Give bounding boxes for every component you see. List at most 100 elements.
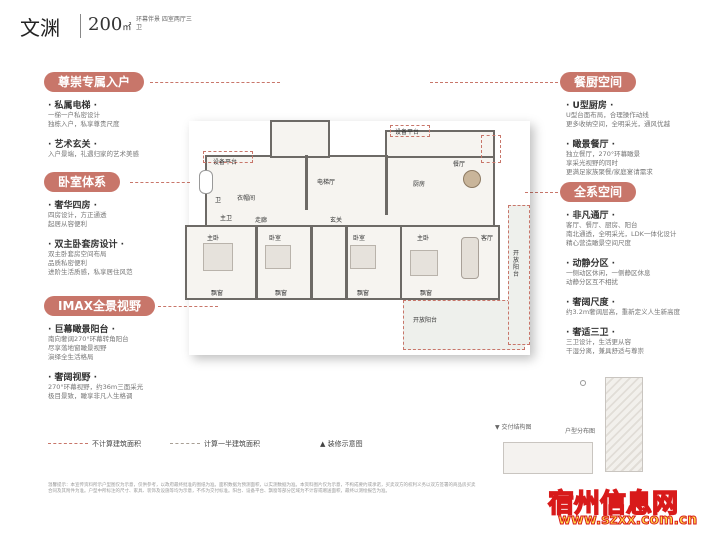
feature-desc: 演绎全生活格局: [48, 353, 94, 361]
feature-heading: · 瞰景餐厅 ·: [566, 140, 616, 150]
feature-desc: 南向奢阔270°环幕转角阳台: [48, 335, 129, 343]
legend-deco: ▲ 装修示意图: [320, 440, 363, 448]
leader-line: [525, 192, 558, 193]
leader-line: [158, 306, 218, 307]
feature-desc: 一梯一户私密设计: [48, 111, 100, 119]
keyplan-label-2: 户型分布图: [565, 428, 596, 435]
label-balcony: 开放阳台: [413, 317, 438, 324]
keyplan-label: ▼ 交付结构图: [495, 424, 532, 431]
feature-item: · 奢阔尺度 ·约3.2m奢阔层高，重新定义人生新高度: [566, 295, 716, 317]
feature-desc: 极目景致，瞰享非凡人生格调: [48, 392, 133, 400]
feature-desc: 更满足家族聚餐/家庭宴请需求: [566, 168, 653, 176]
mini-plan: [503, 442, 593, 474]
feature-desc: 精心营造瞰景空间尺度: [566, 239, 631, 247]
leader-line: [130, 182, 190, 183]
label-dining: 餐厅: [453, 161, 466, 168]
wall: [310, 225, 313, 300]
feature-desc: 起居从容便利: [48, 220, 87, 228]
watermark-url: www.szxx.com.cn: [557, 512, 698, 529]
feature-heading: · 艺术玄关 ·: [48, 140, 98, 150]
feature-heading: · 双主卧套房设计 ·: [48, 240, 125, 250]
feature-desc: U型台面布局，合理操作动线: [566, 111, 649, 119]
feature-desc: 270°环幕视野，约36m三面采光: [48, 383, 144, 391]
bathtub: [199, 170, 213, 194]
bed: [350, 245, 376, 269]
label-bedroom: 卧室: [269, 235, 282, 242]
feature-desc: 双主卧套房空间布局: [48, 250, 107, 258]
service-band: [205, 155, 495, 227]
equipment-platform-left: [203, 151, 253, 163]
key-plan: ▼ 交付结构图 户型分布图: [495, 372, 645, 477]
bed: [410, 250, 438, 276]
section-pill-entry: 尊崇专属入户: [44, 72, 145, 92]
legend-half-counted: 计算一半建筑面积: [204, 440, 260, 448]
feature-item: · 奢阔视野 ·270°环幕视野，约36m三面采光极目景致，瞰享非凡人生格调: [48, 370, 218, 401]
section-pill-bedrooms: 卧室体系: [44, 172, 121, 192]
feature-heading: · U型厨房 ·: [566, 101, 614, 111]
label-bay-window-2: 飘窗: [275, 290, 288, 297]
area-value: 200㎡: [88, 14, 132, 35]
feature-desc: 干湿分离，兼具舒适与尊崇: [566, 347, 644, 355]
left-sec1-items: · 私属电梯 ·一梯一户私密设计独栋入户，私享尊贵尺度 · 艺术玄关 ·入户景端，…: [48, 98, 218, 167]
wall: [385, 155, 388, 215]
left-sec3-items: · 巨幕瞰景阳台 ·南向奢阔270°环幕转角阳台尽享落地窗瞰景视野演绎全生活格局…: [48, 322, 218, 409]
feature-desc: 动静分区互不相扰: [566, 278, 618, 286]
feature-heading: · 巨幕瞰景阳台 ·: [48, 325, 116, 335]
feature-desc: 尽享落地窗瞰景视野: [48, 344, 107, 352]
label-bay-window-4: 飘窗: [420, 290, 433, 297]
feature-item: · 双主卧套房设计 ·双主卧套房空间布局品质私密便利进阶生活质感，私享居住风范: [48, 237, 218, 277]
section-pill-kitchen: 餐厨空间: [560, 72, 637, 92]
legend-dash-gray: [170, 443, 200, 444]
feature-heading: · 动静分区 ·: [566, 259, 616, 269]
feature-item: · 动静分区 ·一侧动区休闲，一侧静区休息动静分区互不相扰: [566, 256, 716, 287]
label-master-bedroom-2: 主卧: [417, 235, 430, 242]
section-pill-view: IMAX全景视野: [44, 296, 155, 316]
feature-desc: 独栋入户，私享尊贵尺度: [48, 120, 120, 128]
wall: [345, 225, 348, 300]
label-kitchen: 厨房: [413, 181, 426, 188]
equipment-platform-right: [390, 125, 430, 137]
feature-item: · 艺术玄关 ·入户景端，礼遇归家的艺术美感: [48, 137, 218, 159]
feature-item: · 私属电梯 ·一梯一户私密设计独栋入户，私享尊贵尺度: [48, 98, 218, 129]
stair-core: [270, 120, 330, 158]
feature-desc: 四房设计，方正通透: [48, 211, 107, 219]
label-living: 客厅: [481, 235, 494, 242]
feature-item: · 巨幕瞰景阳台 ·南向奢阔270°环幕转角阳台尽享落地窗瞰景视野演绎全生活格局: [48, 322, 218, 362]
feature-heading: · 奢华四房 ·: [48, 201, 98, 211]
watermark-logo: 宿州信息网: [547, 488, 679, 520]
feature-heading: · 奢阔尺度 ·: [566, 298, 616, 308]
left-sec2-items: · 奢华四房 ·四房设计，方正通透起居从容便利 · 双主卧套房设计 ·双主卧套房空…: [48, 198, 218, 285]
label-bay-window-3: 飘窗: [357, 290, 370, 297]
feature-item: · 奢适三卫 ·三卫设计，生活更从容干湿分离，兼具舒适与尊崇: [566, 325, 716, 356]
feature-desc: 享采光视野的同时: [566, 159, 618, 167]
feature-desc: 客厅、餐厅、厨房、阳台: [566, 221, 638, 229]
disclaimer: 温馨提示：本宣传资料所示户型图仅为示意，仅供参考，以政府最终批准的图纸为准。面积…: [48, 483, 476, 494]
header-divider: [80, 14, 81, 38]
right-sec1-items: · U型厨房 ·U型台面布局，合理操作动线更多收纳空间，全明采光，通风优越 · 瞰…: [566, 98, 716, 185]
bed: [265, 245, 291, 269]
right-sec2-items: · 非凡通厅 ·客厅、餐厅、厨房、阳台南北通透，全明采光，LDK一体化设计精心营…: [566, 208, 716, 364]
feature-desc: 进阶生活质感，私享居住风范: [48, 268, 133, 276]
wall: [255, 225, 258, 300]
label-master-bedroom: 主卧: [207, 235, 220, 242]
feature-desc: 三卫设计，生活更从容: [566, 338, 631, 346]
wall: [305, 155, 308, 210]
leader-line: [150, 82, 280, 83]
label-equipment-platform-2: 设备平台: [395, 129, 420, 136]
plan-title: 文渊: [20, 16, 60, 40]
feature-heading: · 非凡通厅 ·: [566, 211, 616, 221]
label-aisle: 走廊: [255, 217, 268, 224]
feature-item: · 奢华四房 ·四房设计，方正通透起居从容便利: [48, 198, 218, 229]
compass-icon: [580, 380, 586, 386]
feature-desc: 更多收纳空间，全明采光，通风优越: [566, 120, 670, 128]
feature-item: · 非凡通厅 ·客厅、餐厅、厨房、阳台南北通透，全明采光，LDK一体化设计精心营…: [566, 208, 716, 248]
site-map: [605, 377, 643, 472]
label-elevator-hall: 电梯厅: [317, 179, 336, 186]
label-master-bath: 主卫: [220, 215, 233, 222]
kitchen-top: [385, 130, 495, 158]
floor-plan: 设备平台 设备平台 卫 衣帽间 电梯厅 厨房 餐厅 走廊 玄关 客厅 开放阳台 …: [185, 115, 530, 355]
feature-heading: · 私属电梯 ·: [48, 101, 98, 111]
label-bedroom-2: 卧室: [353, 235, 366, 242]
section-pill-spaces: 全系空间: [560, 182, 637, 202]
triangle-icon: ▲: [320, 440, 326, 448]
